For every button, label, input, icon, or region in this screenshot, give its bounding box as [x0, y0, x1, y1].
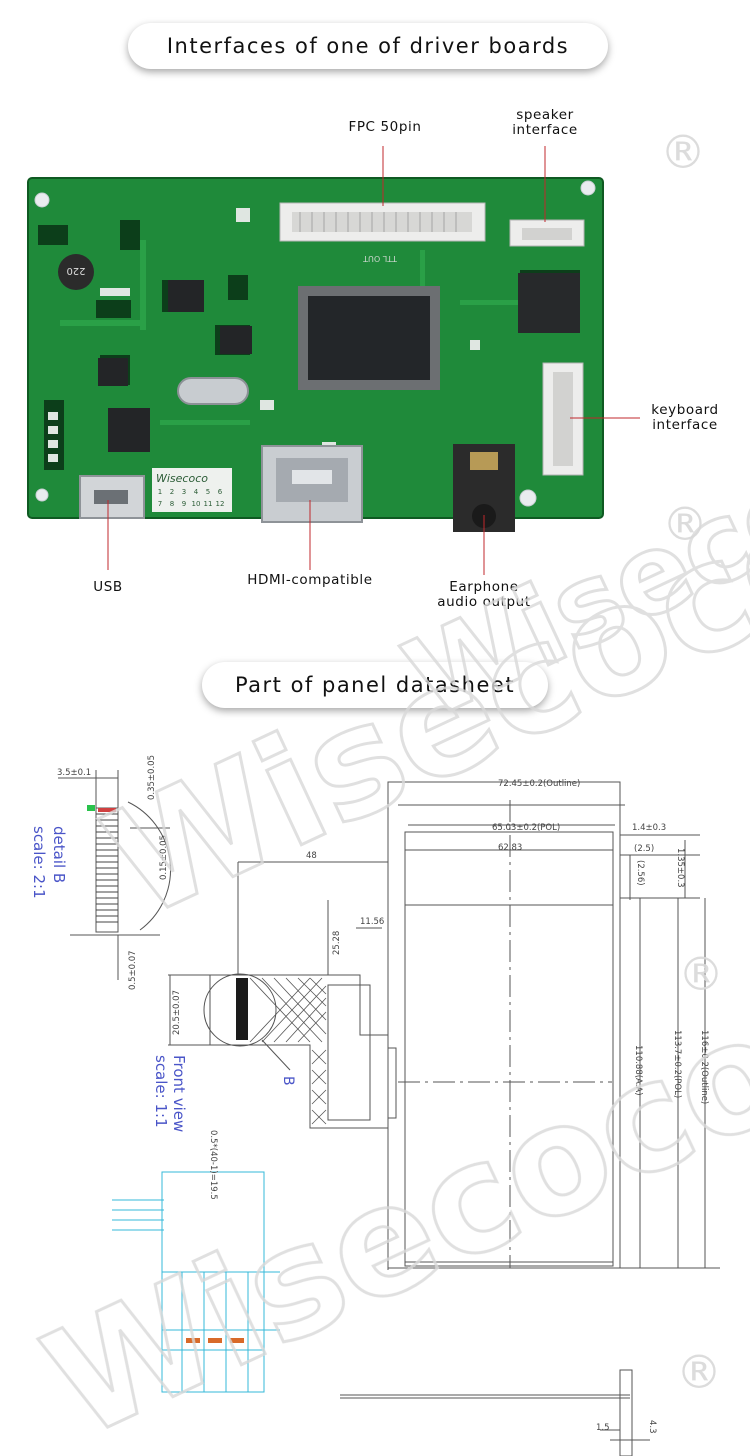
label-speaker-line1: speaker — [516, 107, 574, 123]
dim-d20: 1.5 — [596, 1423, 610, 1433]
section-title-datasheet: Part of panel datasheet — [202, 662, 548, 708]
label-earphone-line2: audio output — [437, 594, 531, 610]
ttl-out-mark: TTL OUT — [363, 254, 398, 263]
panel-outline — [387, 781, 621, 1269]
svg-text:1: 1 — [158, 488, 162, 496]
fpc-black-tab — [236, 978, 248, 1040]
label-speaker: speaker interface — [495, 108, 595, 138]
detail-b-red-tab — [98, 808, 116, 812]
dim-d1: 3.5±0.1 — [57, 768, 91, 778]
dim-d17: 110.88(A.A) — [633, 1045, 643, 1096]
label-keyboard-line2: interface — [652, 417, 718, 433]
label-keyboard-line1: keyboard — [651, 402, 719, 418]
crystal — [177, 377, 249, 405]
dim-d21: 4.3 — [647, 1420, 657, 1434]
dim-d3: 0.15±0.05 — [159, 835, 169, 880]
svg-text:8: 8 — [170, 500, 174, 508]
detail-b-fpc — [95, 807, 119, 933]
label-hdmi: HDMI-compatible — [247, 572, 373, 588]
dim-d16: 1.35±0.3 — [675, 848, 685, 888]
svg-text:2: 2 — [170, 488, 174, 496]
svg-text:11: 11 — [204, 500, 213, 508]
svg-text:4: 4 — [194, 488, 199, 496]
svg-text:5: 5 — [206, 488, 210, 496]
label-fpc: FPC 50pin — [348, 119, 422, 135]
board-logo: Wisecoco — [156, 472, 208, 485]
front-view-title: Front view — [170, 1055, 188, 1132]
detail-b-circle — [127, 801, 172, 931]
section-title-text: Interfaces of one of driver boards — [166, 34, 570, 58]
ic-chip — [98, 358, 128, 386]
svg-text:9: 9 — [182, 500, 186, 508]
ic-chip — [518, 273, 580, 333]
label-usb: USB — [93, 579, 123, 595]
svg-text:12: 12 — [216, 500, 225, 508]
svg-text:3: 3 — [182, 488, 186, 496]
panel-pol — [404, 831, 614, 1267]
flex-hatch — [249, 977, 327, 1125]
label-earphone-line1: Earphone — [449, 579, 519, 595]
dim-d6: 0.5*(40-1)=19.5 — [208, 1130, 218, 1200]
ic-chip — [108, 408, 150, 452]
cyan-schematic — [112, 1171, 280, 1393]
ic-chip — [220, 326, 252, 354]
dim-d19: 116±0.2(Outline) — [699, 1030, 709, 1104]
detail-b-title: detail B — [50, 826, 68, 883]
dim-d2: 0.35±0.05 — [147, 755, 157, 800]
svg-text:6: 6 — [218, 488, 223, 496]
panel-active-area — [404, 904, 614, 1263]
section-title-text: Part of panel datasheet — [234, 673, 516, 697]
front-view-scale: scale: 1:1 — [152, 1055, 170, 1128]
dim-d9: 11.56 — [360, 917, 384, 927]
dim-d5: 20.5±0.07 — [172, 990, 182, 1035]
front-b-circle — [203, 973, 277, 1047]
b-mark: B — [280, 1076, 296, 1086]
label-keyboard: keyboard interface — [640, 403, 730, 433]
inductor-mark: 220 — [66, 265, 85, 276]
inductor — [58, 254, 94, 290]
mount-hole — [519, 489, 537, 507]
dim-d7: 48 — [306, 851, 317, 861]
label-earphone: Earphone audio output — [420, 580, 548, 610]
dim-d8: 25.28 — [332, 931, 342, 955]
dim-d14: (2.5) — [634, 844, 654, 854]
mount-hole — [580, 180, 596, 196]
svg-text:7: 7 — [158, 500, 162, 508]
dim-d11: 65.03±0.2(POL) — [492, 823, 560, 833]
dim-d4: 0.5±0.07 — [128, 950, 138, 990]
dim-d18: 113.7±0.2(POL) — [672, 1030, 682, 1098]
dim-d15: (2.56) — [635, 860, 645, 886]
dim-d10: 72.45±0.2(Outline) — [498, 779, 580, 789]
dim-d13: 1.4±0.3 — [632, 823, 666, 833]
detail-b-green-mark — [87, 805, 95, 811]
dim-d12: 62.83 — [498, 843, 522, 853]
svg-text:10: 10 — [192, 500, 201, 508]
label-speaker-line2: interface — [512, 122, 578, 138]
section-title-interfaces: Interfaces of one of driver boards — [128, 23, 608, 69]
mount-hole — [35, 488, 49, 502]
board-logo-block — [152, 468, 232, 512]
detail-b-scale: scale: 2:1 — [30, 826, 48, 899]
mount-hole — [34, 192, 50, 208]
ic-chip — [168, 280, 204, 312]
